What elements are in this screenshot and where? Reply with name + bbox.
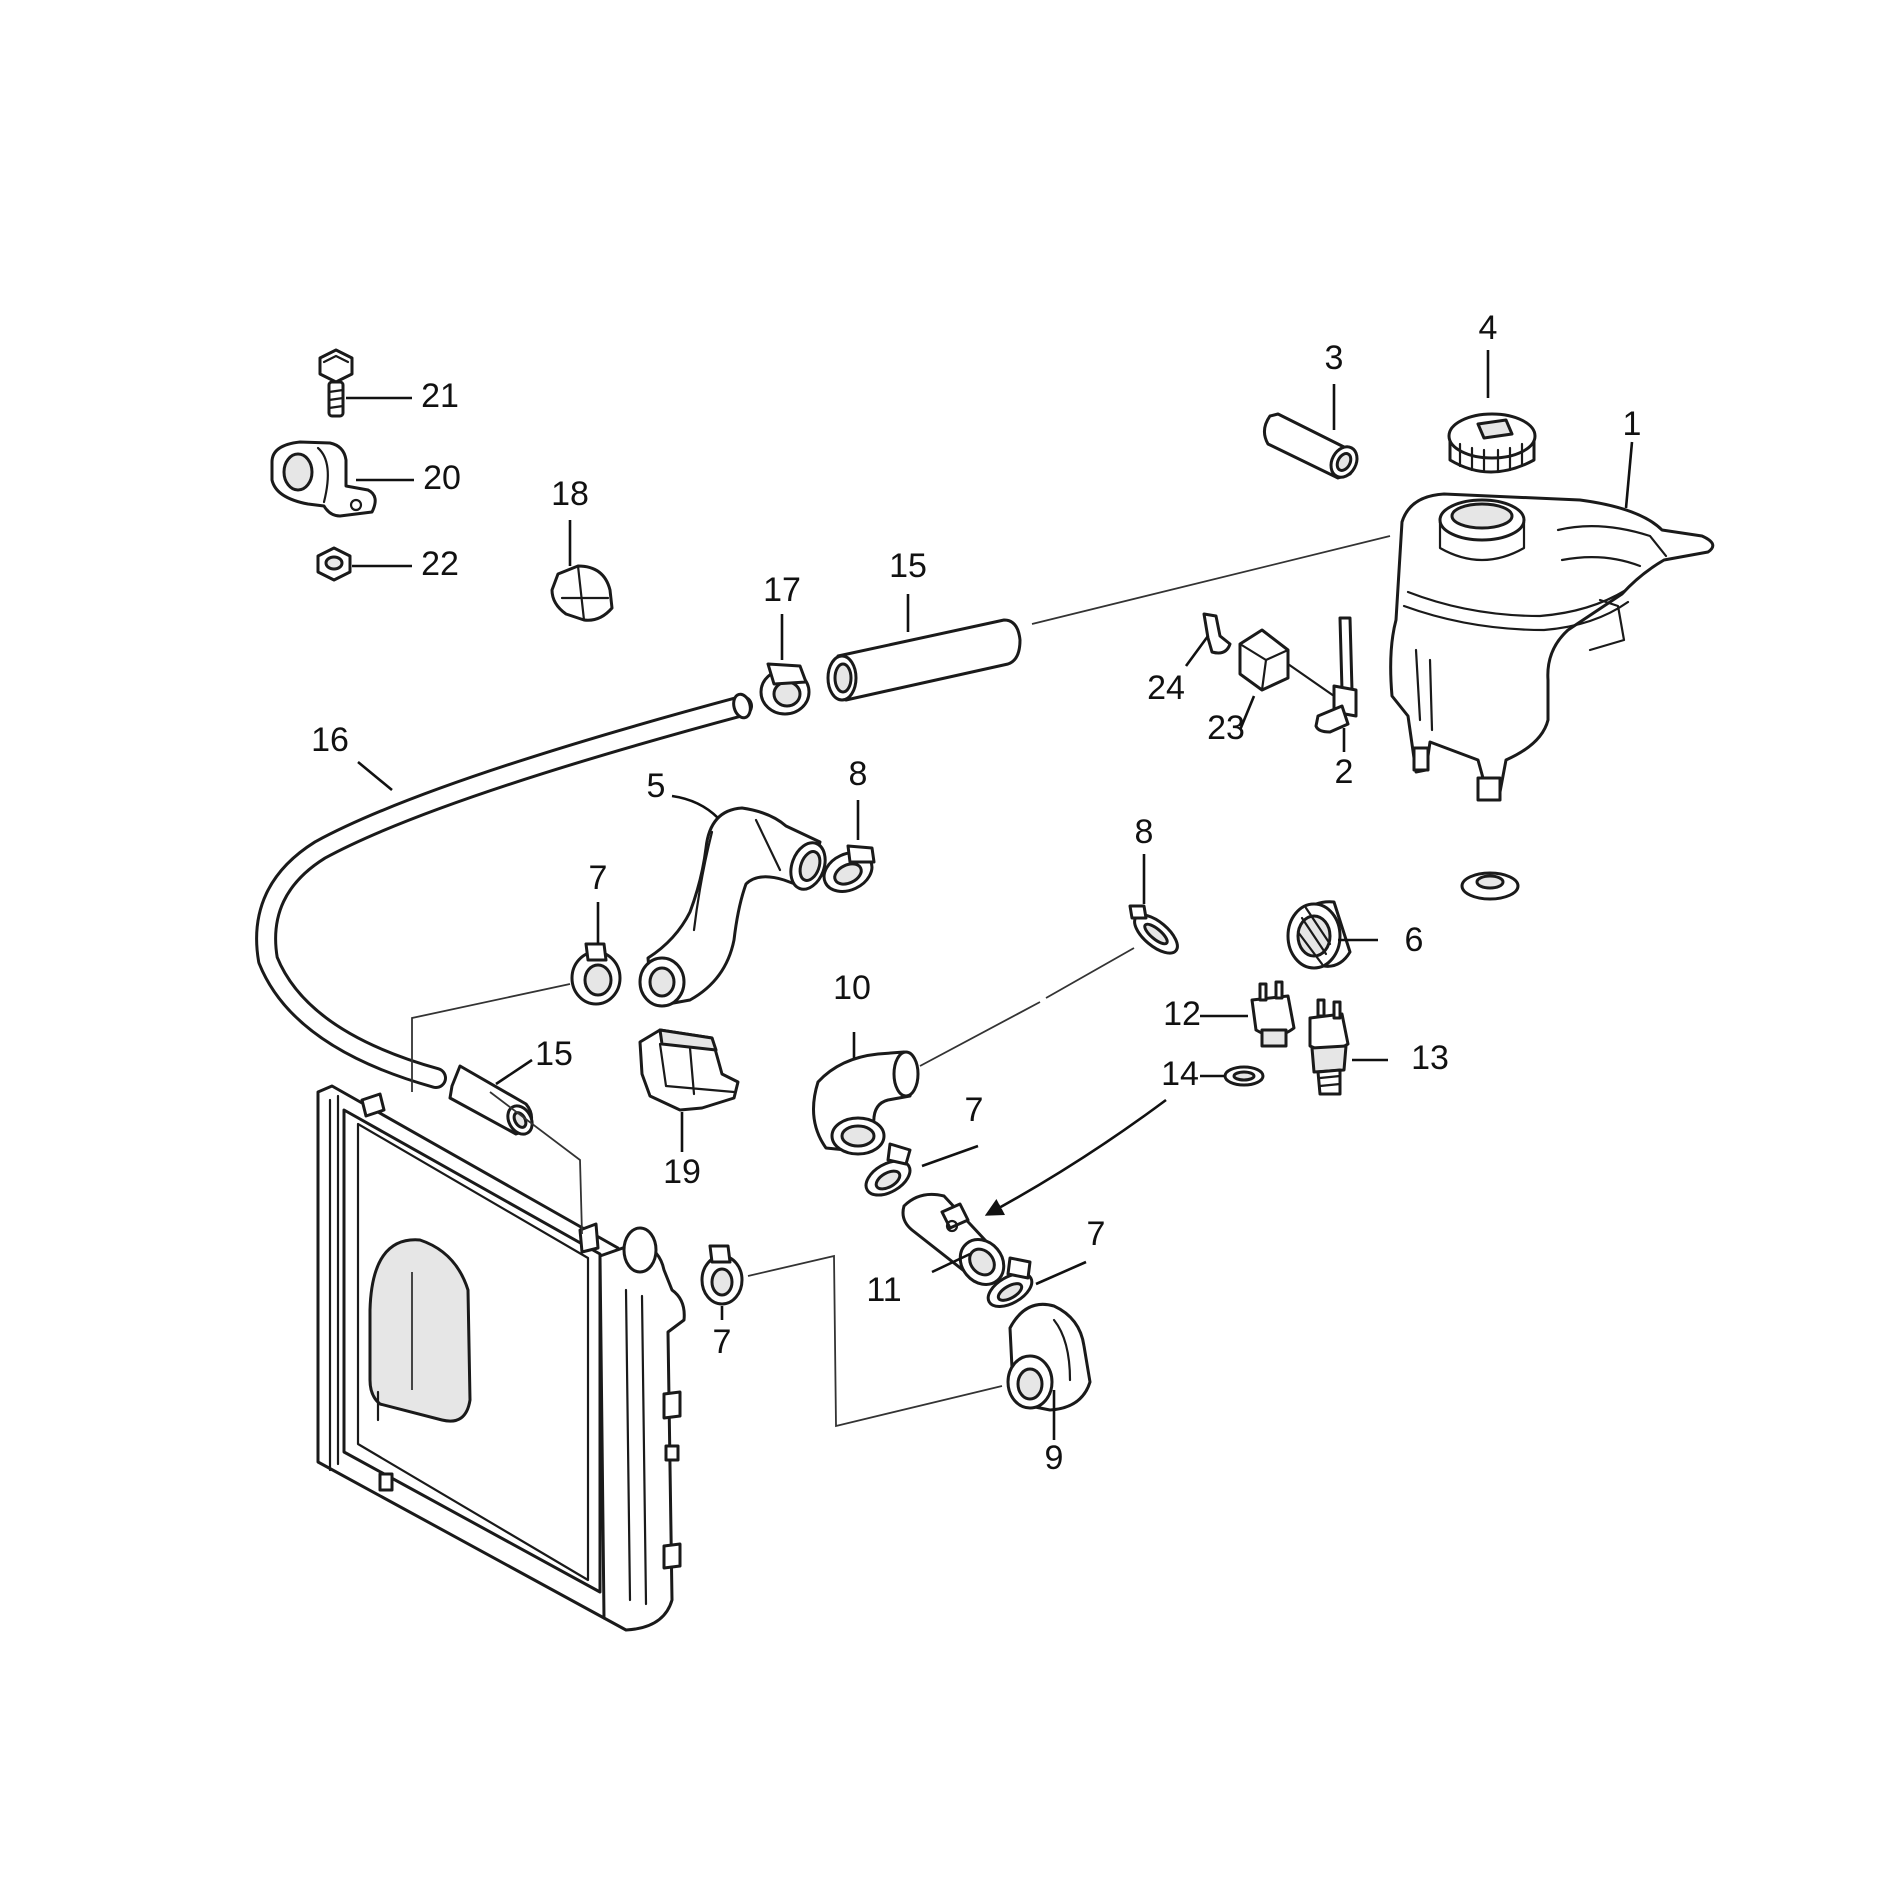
callout-15-lower: 15: [535, 1035, 573, 1073]
callout-7-lower-left: 7: [713, 1323, 732, 1361]
callout-19: 19: [663, 1153, 701, 1191]
part-upper-hose-5: [638, 806, 827, 1008]
part-elbow-hose-10: [812, 1050, 920, 1156]
callout-12: 12: [1163, 995, 1201, 1033]
callout-4: 4: [1479, 309, 1498, 347]
part-elbow-hose-9: [1006, 1302, 1092, 1412]
callout-6: 6: [1405, 921, 1424, 959]
callout-15-upper: 15: [889, 547, 927, 585]
callout-10: 10: [833, 969, 871, 1007]
callout-7-right: 7: [1087, 1215, 1106, 1253]
part-clamp-7-right: [986, 1256, 1034, 1308]
part-bolt-21: [318, 348, 354, 418]
part-radiator: [316, 1084, 686, 1632]
part-clamp-7-upper-left: [570, 942, 622, 1006]
part-sensor-13: [1308, 998, 1350, 1096]
part-hose-clip-18: [550, 564, 614, 622]
callout-leaders: [346, 350, 1634, 1440]
part-connector-23: [1238, 628, 1290, 692]
part-connector-6: [1286, 900, 1352, 970]
part-level-sensor-2: [1286, 616, 1358, 734]
callout-21: 21: [421, 377, 459, 415]
callout-labels: 1 2 3 4 5 6 7 7 7 7 8 8 9 10 11 12 13 14…: [311, 309, 1641, 1477]
part-hose-15-lower: [448, 1064, 534, 1136]
callout-1: 1: [1623, 405, 1642, 443]
callout-16: 16: [311, 721, 349, 759]
part-bracket-19: [638, 1028, 740, 1112]
callout-18: 18: [551, 475, 589, 513]
part-seal-ring: [1460, 871, 1520, 901]
part-clamp-8-upper: [822, 844, 876, 893]
part-long-hose-16: [255, 692, 753, 1089]
assembly-lines: [411, 535, 1391, 1428]
part-expansion-tank-1: [1389, 492, 1715, 802]
callout-7-upper-left: 7: [589, 859, 608, 897]
callout-7-center: 7: [965, 1091, 984, 1129]
part-tube-3: [1263, 412, 1359, 480]
callout-17: 17: [763, 571, 801, 609]
callout-5: 5: [647, 767, 666, 805]
part-clamp-7-center: [864, 1142, 912, 1197]
part-clamp-7-lower-left: [700, 1244, 744, 1306]
part-switch-12: [1250, 980, 1296, 1048]
part-valve-24: [1202, 612, 1232, 655]
callout-11: 11: [866, 1271, 901, 1309]
callout-8-upper: 8: [849, 755, 868, 793]
callout-2: 2: [1335, 753, 1354, 791]
callout-22: 22: [421, 545, 459, 583]
part-clamp-17: [759, 662, 811, 716]
callout-24: 24: [1147, 669, 1185, 707]
part-hose-15-upper: [826, 618, 1022, 702]
callout-20: 20: [423, 459, 461, 497]
part-nut-22: [316, 546, 352, 582]
part-connector-tube-11: [901, 1192, 1006, 1286]
callout-23: 23: [1207, 709, 1245, 747]
callout-8-right: 8: [1135, 813, 1154, 851]
callout-3: 3: [1325, 339, 1344, 377]
part-cap-4: [1447, 412, 1537, 474]
callout-14: 14: [1161, 1055, 1199, 1093]
part-clamp-8-right: [1128, 904, 1179, 955]
callout-13: 13: [1411, 1039, 1449, 1077]
part-washer-14: [1223, 1065, 1265, 1087]
part-clamp-bracket-20: [270, 440, 377, 518]
callout-9: 9: [1045, 1439, 1064, 1477]
